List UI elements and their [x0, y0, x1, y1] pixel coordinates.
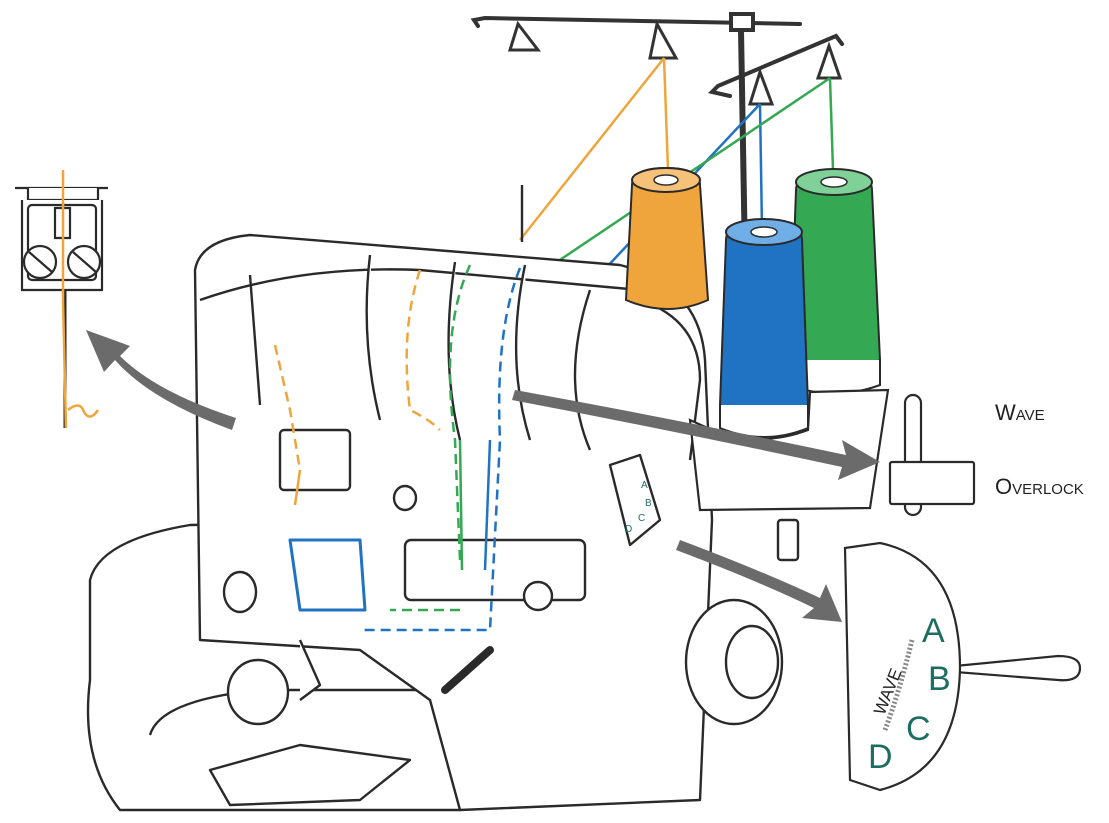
svg-text:A: A — [641, 480, 648, 491]
wave-label: Wave — [995, 400, 1045, 425]
svg-text:D: D — [625, 524, 632, 535]
orange-spool — [626, 168, 708, 309]
dial-letter-a: A — [922, 612, 945, 650]
dial-letter-d: D — [868, 738, 893, 776]
svg-text:B: B — [645, 498, 652, 509]
stitch-switch-inset — [890, 395, 974, 515]
needle-detail-inset — [15, 188, 108, 428]
overlock-label: Overlock — [995, 474, 1084, 499]
svg-text:C: C — [638, 513, 645, 524]
dial-letter-c: C — [906, 710, 931, 748]
blue-spool — [720, 219, 808, 437]
dial-letter-b: B — [928, 660, 951, 698]
